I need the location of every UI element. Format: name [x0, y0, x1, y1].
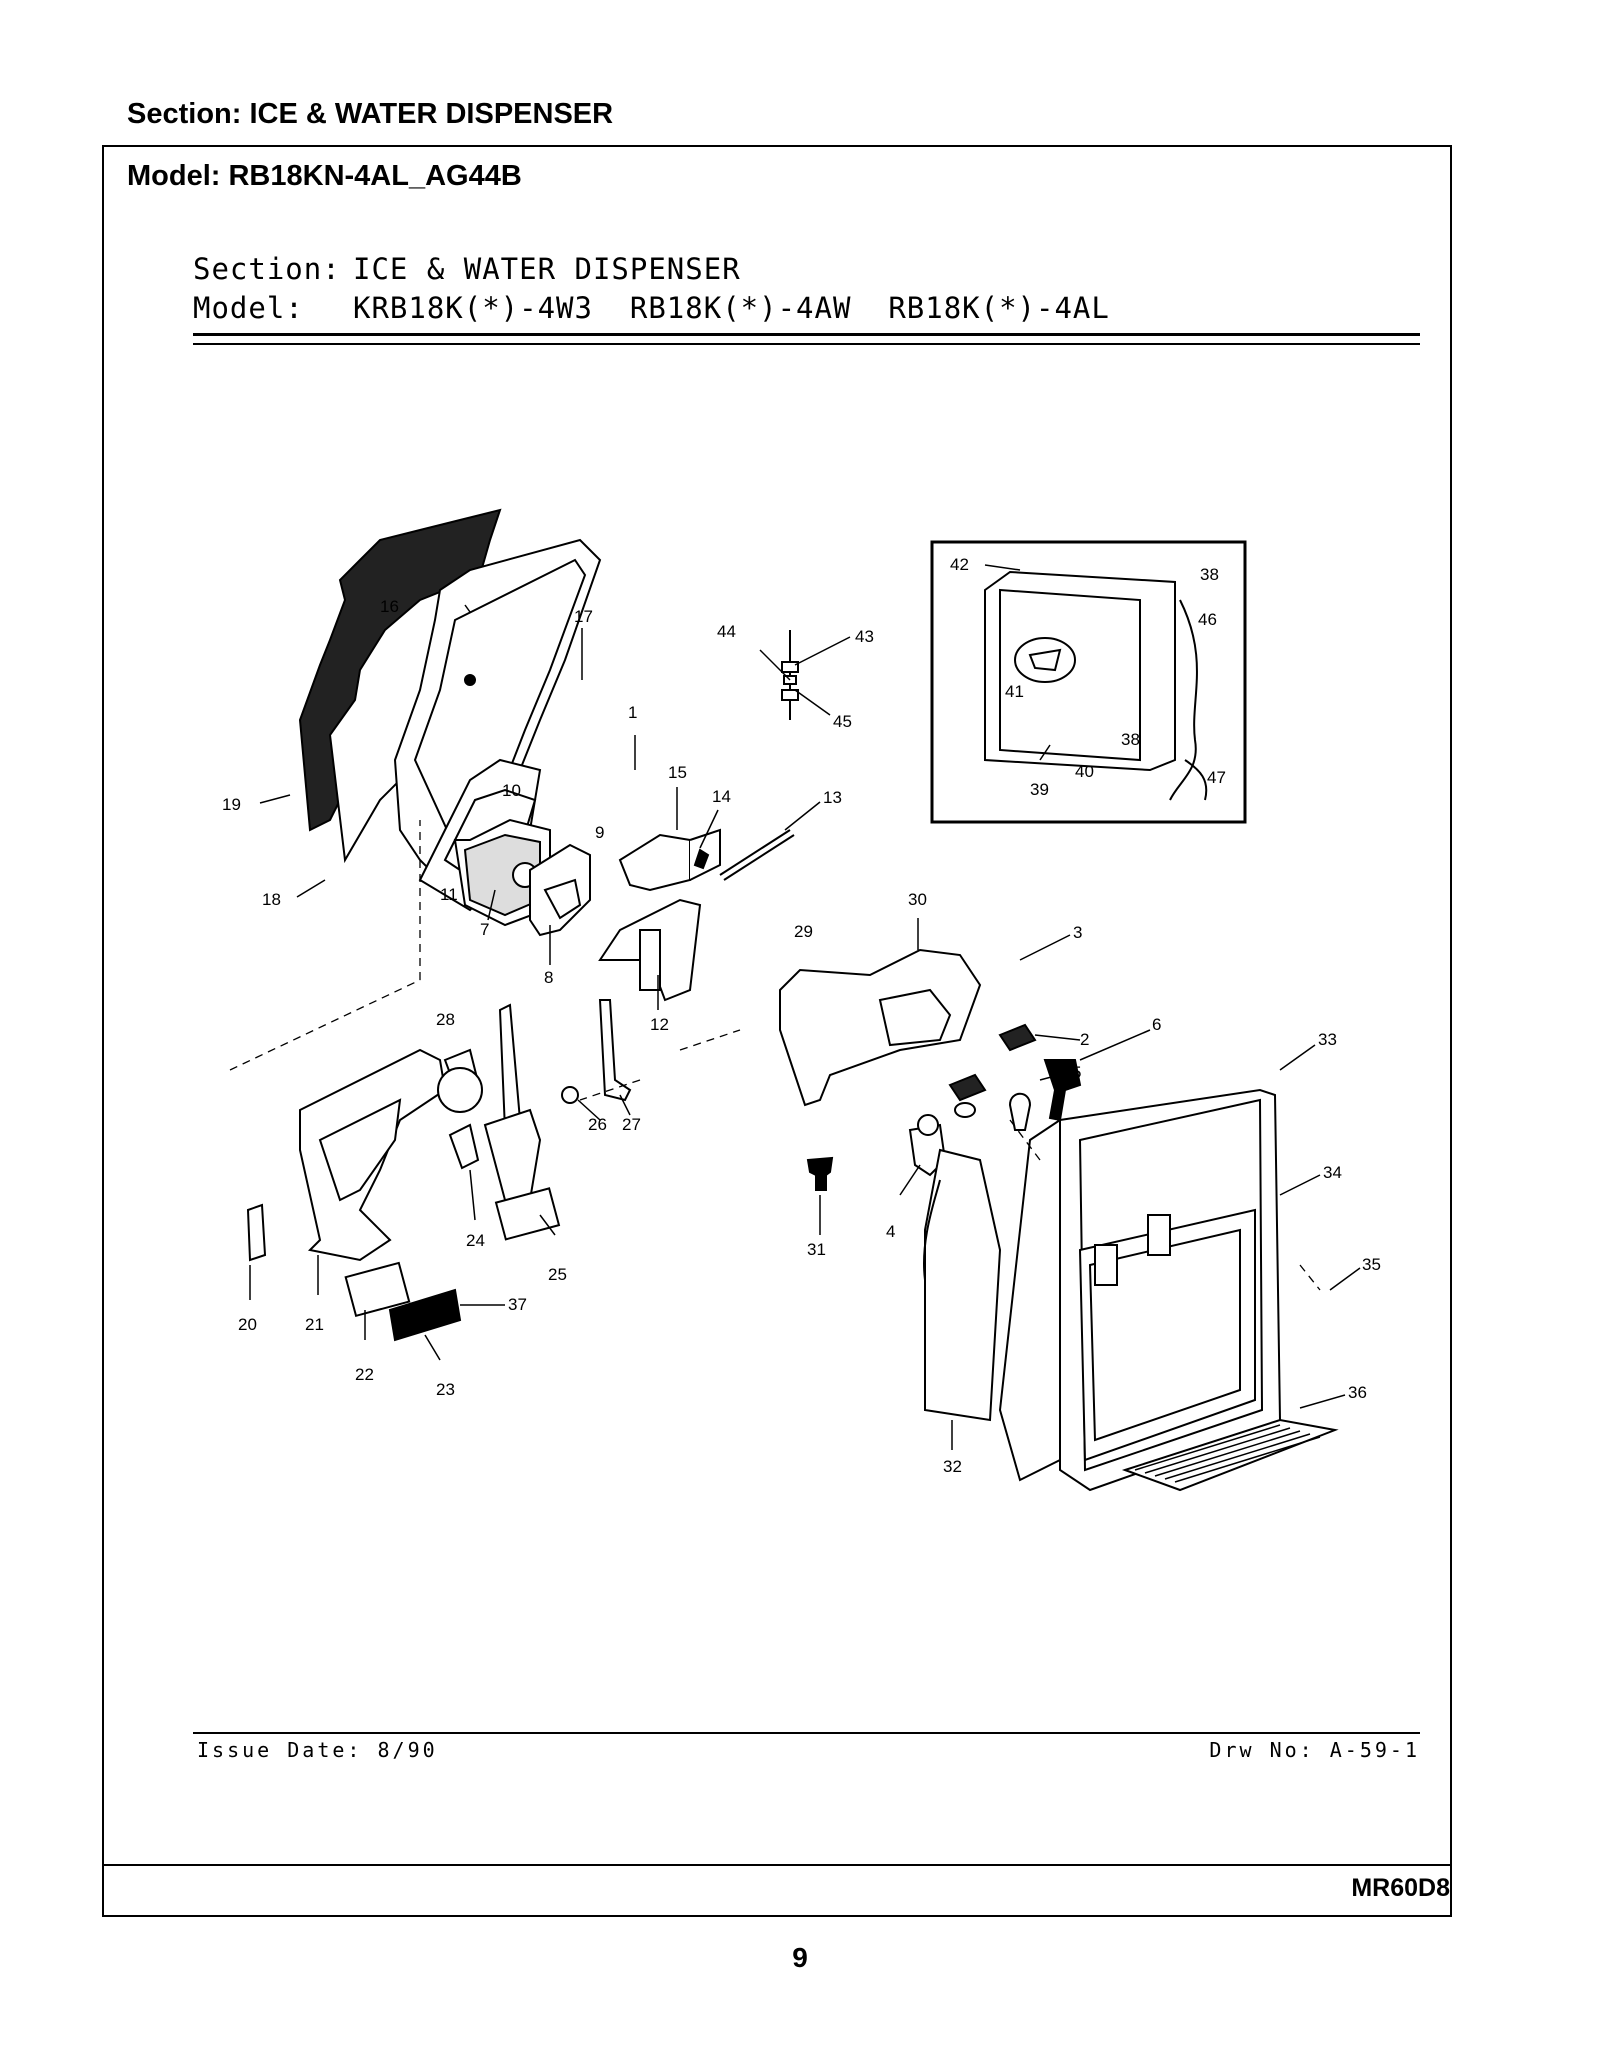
- callout-23: 23: [436, 1380, 455, 1399]
- callout-25: 25: [548, 1265, 567, 1284]
- callout-35: 35: [1362, 1255, 1381, 1274]
- callout-39: 39: [1030, 780, 1049, 799]
- callout-21: 21: [305, 1315, 324, 1334]
- callout-19: 19: [222, 795, 241, 814]
- callout-labels: 16 17 1 15 14 13 19 18 10 9 11 7 8 12 44…: [222, 555, 1381, 1476]
- callout-3: 3: [1073, 923, 1082, 942]
- callout-2: 2: [1080, 1030, 1089, 1049]
- callout-38: 38: [1200, 565, 1219, 584]
- bracket-assembly: [598, 828, 795, 1002]
- issue-date: Issue Date: 8/90: [197, 1738, 438, 1762]
- callout-26: 26: [588, 1115, 607, 1134]
- callout-16: 16: [380, 597, 399, 616]
- callout-28: 28: [436, 1010, 455, 1029]
- callout-43: 43: [855, 627, 874, 646]
- callout-32: 32: [943, 1457, 962, 1476]
- lever-assembly: [246, 999, 632, 1342]
- callout-13: 13: [823, 788, 842, 807]
- callout-15: 15: [668, 763, 687, 782]
- callout-41: 41: [1005, 682, 1024, 701]
- callout-37: 37: [508, 1295, 527, 1314]
- callout-20: 20: [238, 1315, 257, 1334]
- callout-7: 7: [480, 920, 489, 939]
- drawing-model-value: KRB18K(*)-4W3 RB18K(*)-4AW RB18K(*)-4AL: [353, 291, 1110, 325]
- section-title: Section: ICE & WATER DISPENSER: [127, 98, 614, 130]
- callout-5: 5: [1072, 1063, 1081, 1082]
- drawing-number: Drw No: A-59-1: [1209, 1738, 1420, 1762]
- callout-24: 24: [466, 1231, 485, 1250]
- callout-12: 12: [650, 1015, 669, 1034]
- switch-assembly: [453, 818, 591, 937]
- callout-14: 14: [712, 787, 731, 806]
- drawing-model-label: Model:: [193, 291, 304, 325]
- issue-rule: [193, 1732, 1420, 1734]
- page-frame: [102, 145, 1452, 1917]
- callout-9: 9: [595, 823, 604, 842]
- callout-34: 34: [1323, 1163, 1342, 1182]
- drawing-section-line: Section: ICE & WATER DISPENSER: [193, 252, 741, 286]
- inset-detail: [930, 540, 1247, 824]
- model-title: Model: RB18KN-4AL_AG44B: [127, 160, 522, 192]
- assembly-dash-lines: [229, 820, 1321, 1291]
- callout-33: 33: [1318, 1030, 1337, 1049]
- nozzle-parts: [806, 1102, 976, 1191]
- callout-44: 44: [717, 622, 736, 641]
- drawing-model-line: Model: KRB18K(*)-4W3 RB18K(*)-4AW RB18K(*…: [193, 291, 1110, 325]
- callout-17: 17: [574, 607, 593, 626]
- callout-8: 8: [544, 968, 553, 987]
- housing-assembly: [779, 948, 1082, 1131]
- title-rule-bottom: [193, 343, 1420, 345]
- callout-40: 40: [1075, 762, 1094, 781]
- callout-22: 22: [355, 1365, 374, 1384]
- dispenser-panel: [923, 1088, 1282, 1492]
- callout-38-b: 38: [1121, 730, 1140, 749]
- callout-27: 27: [622, 1115, 641, 1134]
- drawing-section-label: Section:: [193, 252, 341, 286]
- callout-1: 1: [628, 703, 637, 722]
- callout-30: 30: [908, 890, 927, 909]
- door-assembly: [298, 508, 602, 912]
- footer-rule: [102, 1864, 1452, 1866]
- drip-grille: [1121, 1418, 1339, 1492]
- title-rule-top: [193, 333, 1420, 336]
- callout-11: 11: [440, 885, 458, 904]
- callout-47: 47: [1207, 768, 1226, 787]
- callout-46: 46: [1198, 610, 1217, 629]
- callout-42: 42: [950, 555, 969, 574]
- callout-45: 45: [833, 712, 852, 731]
- footer-code: MR60D8: [1351, 1874, 1450, 1902]
- callout-31: 31: [807, 1240, 826, 1259]
- callout-6: 6: [1152, 1015, 1161, 1034]
- callout-18: 18: [262, 890, 281, 909]
- callout-36: 36: [1348, 1383, 1367, 1402]
- callout-10: 10: [502, 781, 521, 800]
- page-number: 9: [792, 1942, 808, 1973]
- callout-4: 4: [886, 1222, 895, 1241]
- drawing-section-value: ICE & WATER DISPENSER: [353, 252, 741, 286]
- callout-29: 29: [794, 922, 813, 941]
